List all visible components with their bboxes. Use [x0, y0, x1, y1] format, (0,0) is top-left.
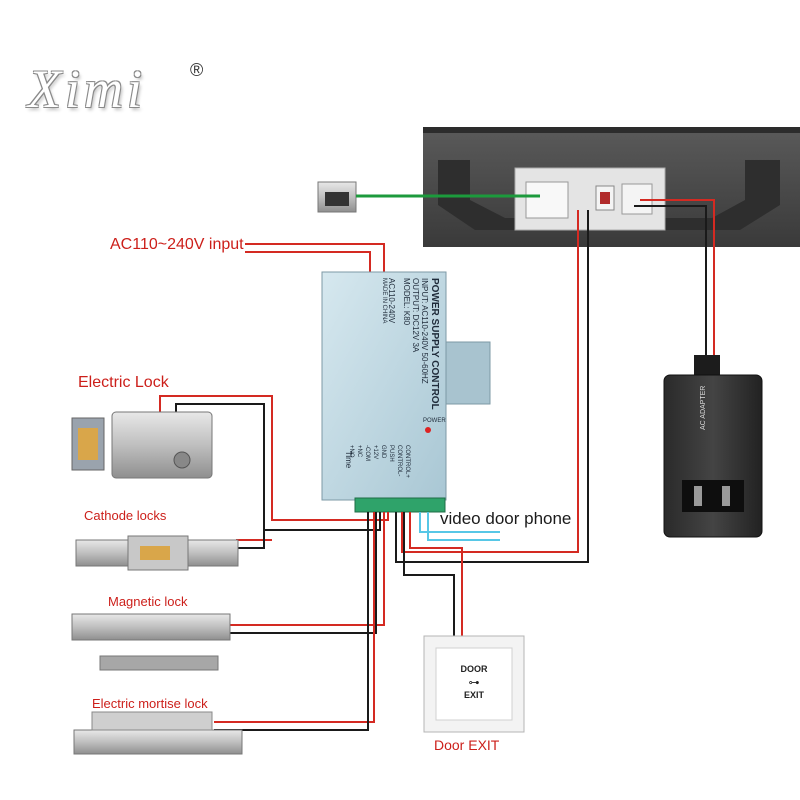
adapter-label: AC ADAPTER [700, 385, 707, 430]
cathode-lock [75, 535, 239, 571]
terminal-control-minus: CONTROL- [396, 445, 402, 477]
terminal-no: +NO [348, 445, 354, 458]
terminal-nc: +NC [356, 445, 362, 458]
video-door-phone-panel [423, 127, 800, 247]
power-supply-box [321, 271, 491, 513]
registered-mark: ® [190, 60, 204, 80]
terminal-push: PUSH [388, 445, 394, 462]
exit-button-door-text: DOOR [460, 664, 488, 674]
terminal-gnd: GND [380, 445, 386, 459]
psu-power-led-label: POWER [423, 418, 446, 424]
electric-mortise-lock-label: Electric mortise lock [92, 696, 208, 711]
video-door-phone-label: video door phone [440, 509, 572, 528]
psu-terminal-labels: +NO +NC -COM +12V GND PUSH CONTROL- CONT… [348, 445, 458, 495]
electric-lock [71, 411, 213, 479]
magnetic-lock [71, 613, 231, 671]
brand-logo: Ximi [28, 59, 146, 119]
magnetic-lock-label: Magnetic lock [108, 594, 188, 609]
cathode-locks-label: Cathode locks [84, 508, 167, 523]
rj45-jack [317, 181, 357, 213]
ac-input-label: AC110~240V input [110, 236, 244, 253]
door-exit-label: Door EXIT [434, 737, 500, 753]
exit-button-exit-text: EXIT [463, 690, 484, 700]
door-exit-button [423, 635, 525, 733]
terminal-12v: +12V [372, 445, 378, 460]
electric-lock-label: Electric Lock [78, 374, 169, 391]
electric-mortise-lock [73, 711, 243, 755]
terminal-com: -COM [364, 445, 370, 461]
ac-adapter [663, 355, 763, 538]
terminal-control-plus: CONTROL+ [404, 445, 410, 478]
key-icon: ⊶ [468, 677, 480, 689]
